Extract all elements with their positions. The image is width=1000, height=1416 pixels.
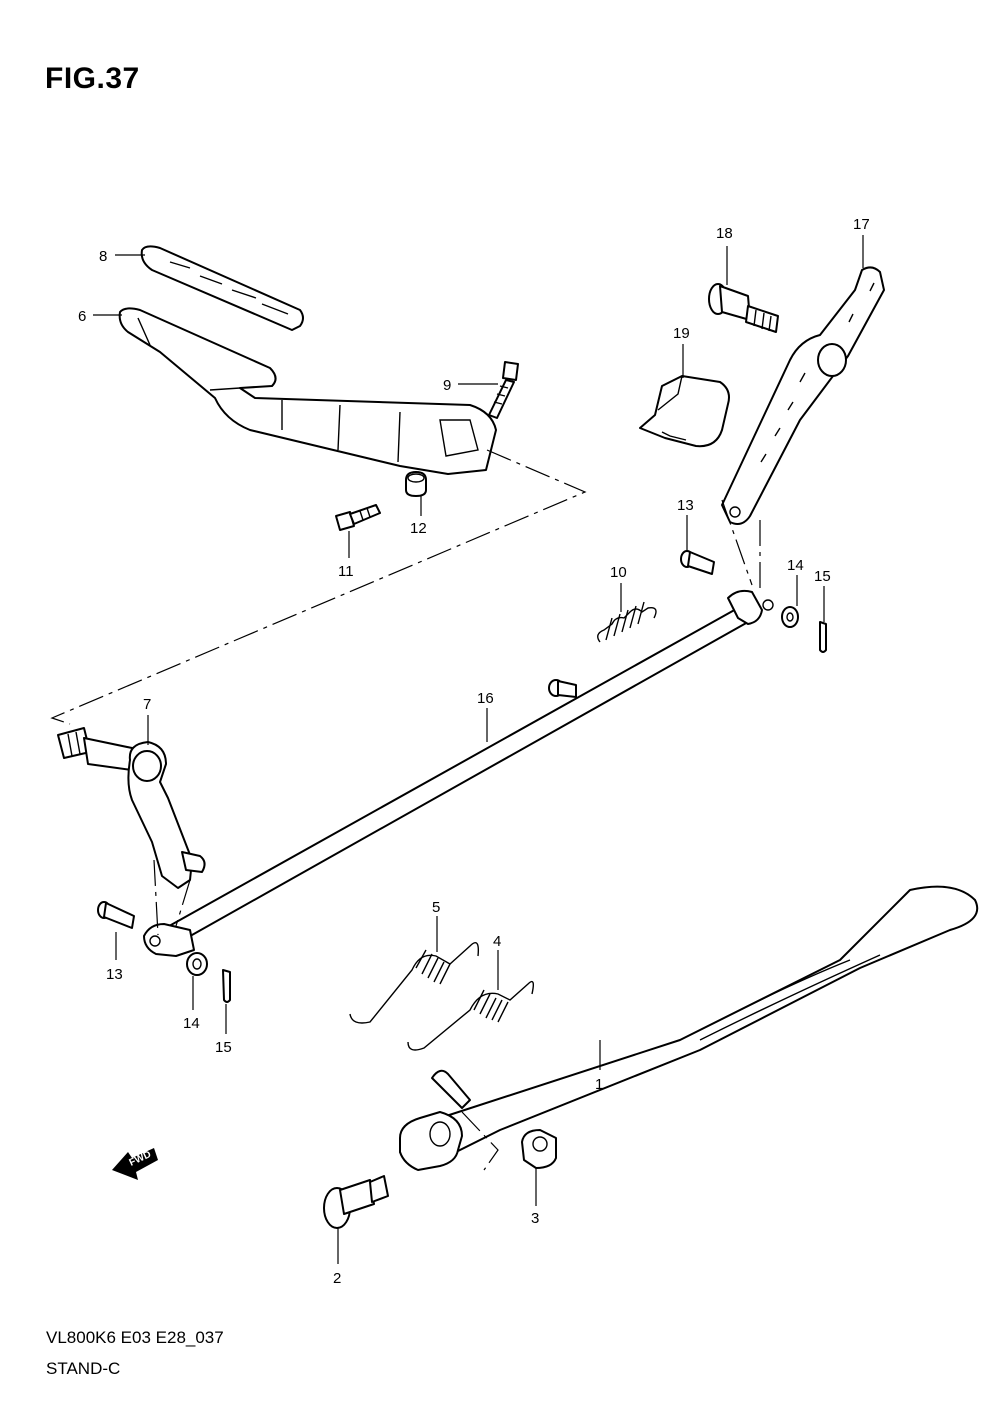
callout-4: 4 <box>493 933 501 950</box>
part-7-lever[interactable] <box>57 727 206 889</box>
part-6-pedal-arm[interactable] <box>118 307 497 475</box>
part-15-cotter-pin-left[interactable] <box>222 969 231 1003</box>
model-code: VL800K6 E03 E28_037 <box>46 1328 224 1347</box>
callout-19: 19 <box>673 325 690 342</box>
part-18-pivot-bolt[interactable] <box>708 283 779 333</box>
part-5-spring[interactable] <box>349 942 480 1024</box>
callout-1: 1 <box>595 1076 603 1093</box>
callout-16: 16 <box>477 690 494 707</box>
callout-2: 2 <box>333 1270 341 1287</box>
callout-13-right: 13 <box>677 497 694 514</box>
part-14-washer-left[interactable] <box>186 952 208 976</box>
callout-18: 18 <box>716 225 733 242</box>
part-12-collar[interactable] <box>405 471 427 497</box>
part-1-side-stand[interactable] <box>399 885 979 1171</box>
part-10-spring[interactable] <box>597 601 657 643</box>
alignment-lines <box>50 449 761 1171</box>
part-3-nut[interactable] <box>521 1129 557 1169</box>
callout-3: 3 <box>531 1210 539 1227</box>
leader-lines <box>93 235 864 1264</box>
part-16-rod[interactable] <box>143 589 774 957</box>
part-17-arm[interactable] <box>721 266 885 525</box>
part-2-bolt[interactable] <box>323 1175 389 1229</box>
callout-11: 11 <box>338 563 354 580</box>
rod-pin <box>548 679 577 698</box>
part-9-bolt[interactable] <box>488 361 519 419</box>
part-15-cotter-pin-right[interactable] <box>819 621 827 653</box>
callout-8: 8 <box>99 248 107 265</box>
fwd-direction-badge: FWD <box>112 1148 158 1180</box>
callout-15-left: 15 <box>215 1039 232 1056</box>
part-13-pin-left[interactable] <box>97 901 135 929</box>
callout-9: 9 <box>443 377 451 394</box>
callout-14-left: 14 <box>183 1015 200 1032</box>
part-19-cover[interactable] <box>639 375 730 448</box>
callout-17: 17 <box>853 216 870 233</box>
part-4-spring[interactable] <box>407 980 535 1051</box>
callout-14-right: 14 <box>787 557 804 574</box>
section-name: STAND-C <box>46 1359 121 1378</box>
callout-12: 12 <box>410 520 427 537</box>
callout-13-left: 13 <box>106 966 123 983</box>
callout-5: 5 <box>432 899 440 916</box>
callout-10: 10 <box>610 564 627 581</box>
part-8-footrest-rubber[interactable] <box>140 245 304 331</box>
part-14-washer-right[interactable] <box>781 606 799 628</box>
part-13-pin-right[interactable] <box>680 550 715 575</box>
part-11-bolt[interactable] <box>335 504 381 531</box>
callout-15-right: 15 <box>814 568 831 585</box>
figure-title: FIG.37 <box>45 62 140 95</box>
callout-7: 7 <box>143 696 151 713</box>
callout-6: 6 <box>78 308 86 325</box>
